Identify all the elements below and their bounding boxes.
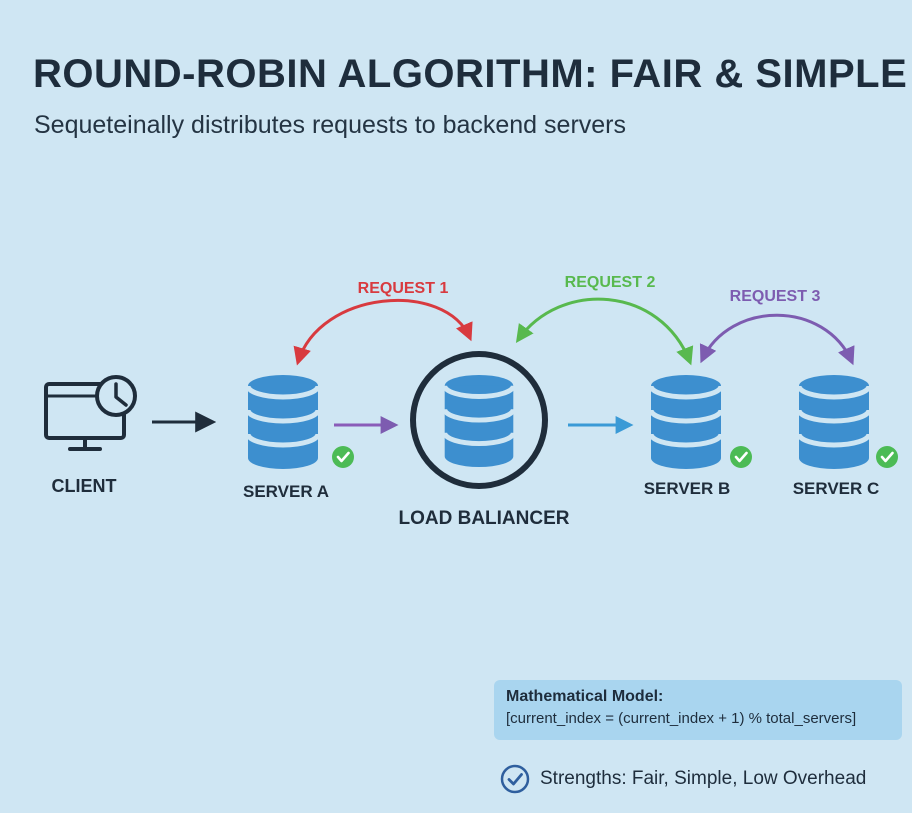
load-balancer-ring	[410, 351, 548, 489]
clock-icon	[95, 375, 137, 417]
mathematical-model-box: Mathematical Model: [current_index = (cu…	[494, 680, 902, 740]
load-balancer-label: LOAD BALIANCER	[399, 508, 570, 529]
server-a-database-icon	[248, 375, 318, 469]
server-c-database-icon	[799, 375, 869, 469]
strengths-line: Strengths: Fair, Simple, Low Overhead	[500, 764, 866, 794]
request-1-arrow	[293, 299, 473, 366]
request-2-label: REQUEST 2	[565, 274, 656, 291]
load-balancer-database-icon	[445, 375, 514, 467]
strengths-text: Fair, Simple, Low Overhead	[626, 768, 867, 789]
page-title: ROUND-ROBIN ALGORITHM: FAIR & SIMPLE	[33, 52, 908, 96]
strengths-label: Strengths:	[540, 768, 627, 789]
request-3-arrow	[699, 313, 855, 366]
request-3-label: REQUEST 3	[730, 288, 821, 305]
client-label: CLIENT	[52, 476, 117, 496]
server-b-database-icon	[651, 375, 721, 469]
check-circle-icon	[500, 764, 530, 794]
server-a-label: SERVER A	[243, 482, 329, 501]
model-title: Mathematical Model:	[506, 688, 664, 705]
server-c-check-icon	[874, 444, 900, 470]
server-b-check-icon	[728, 444, 754, 470]
request-2-arrow	[515, 297, 694, 366]
server-a-check-icon	[330, 444, 356, 470]
model-formula: [current_index = (current_index + 1) % t…	[506, 710, 857, 727]
page-subtitle: Sequeteinally distributes requests to ba…	[34, 111, 626, 139]
server-b-label: SERVER B	[644, 479, 731, 498]
request-1-label: REQUEST 1	[358, 280, 449, 297]
server-c-label: SERVER C	[793, 479, 880, 498]
